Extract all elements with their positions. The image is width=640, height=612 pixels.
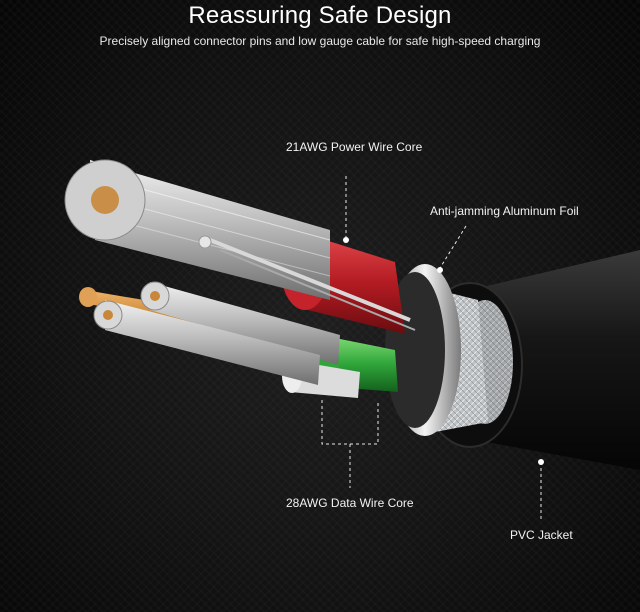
power-core-label: 21AWG Power Wire Core bbox=[286, 140, 423, 154]
pvc-jacket-label: PVC Jacket bbox=[510, 528, 573, 542]
callout-dots bbox=[343, 237, 544, 465]
data-wire-strands bbox=[93, 281, 340, 385]
banner-subtitle: Precisely aligned connector pins and low… bbox=[99, 34, 541, 48]
callout-lines bbox=[321, 176, 542, 520]
long-silver-strands bbox=[198, 235, 416, 331]
data-core-label: 28AWG Data Wire Core bbox=[286, 496, 414, 510]
banner-title: Reassuring Safe Design bbox=[188, 2, 452, 29]
foil-label: Anti-jamming Aluminum Foil bbox=[430, 204, 579, 218]
